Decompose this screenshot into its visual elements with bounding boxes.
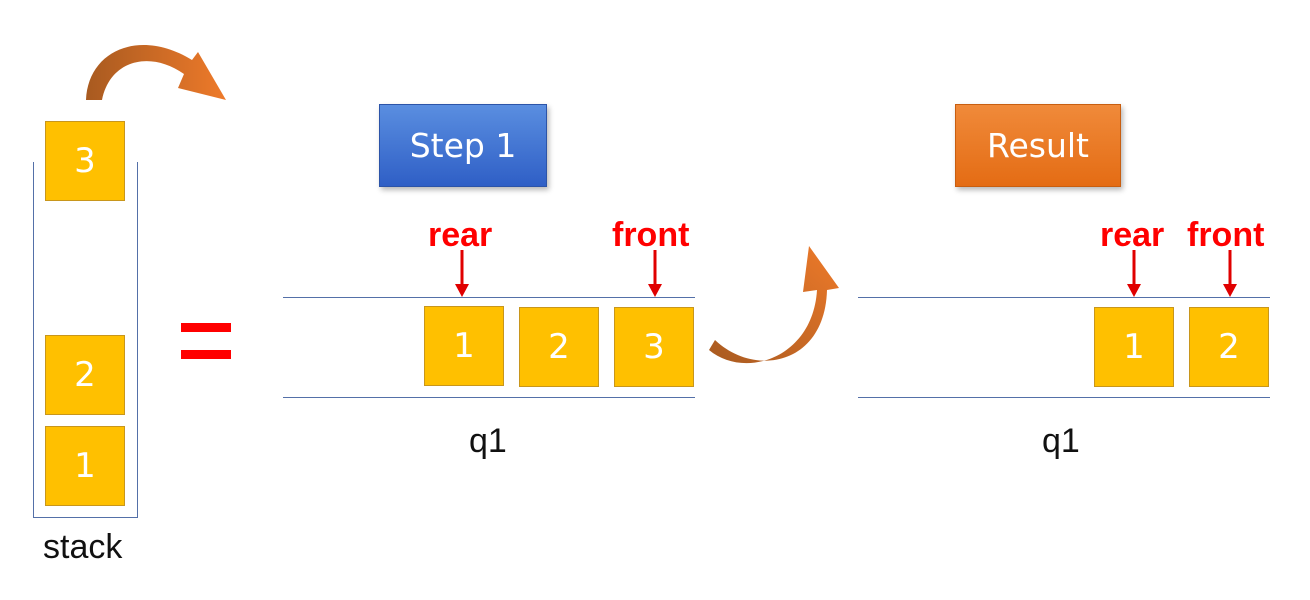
- result-front-pointer-icon: [1223, 250, 1237, 297]
- stack-bottom: [33, 517, 138, 518]
- result-queue-top: [858, 297, 1270, 298]
- step1-queue-label: q1: [469, 422, 507, 460]
- result-front-label: front: [1187, 216, 1265, 254]
- step1-queue-item: 2: [519, 307, 599, 387]
- stack-left-wall: [33, 162, 34, 517]
- dequeue-arrow-icon: [709, 246, 839, 364]
- step1-queue-item: 3: [614, 307, 694, 387]
- result-queue-label: q1: [1042, 422, 1080, 460]
- step1-queue-bottom: [283, 397, 695, 398]
- result-queue-item: 2: [1189, 307, 1269, 387]
- step1-queue-item: 1: [424, 306, 504, 386]
- result-rear-label: rear: [1100, 216, 1165, 254]
- stack-item: 3: [45, 121, 125, 201]
- stack-label: stack: [43, 528, 123, 566]
- result-queue-item: 1: [1094, 307, 1174, 387]
- result-queue-bottom: [858, 397, 1270, 398]
- step1-queue-top: [283, 297, 695, 298]
- result-rear-pointer-icon: [1127, 250, 1141, 297]
- step1-front-pointer-icon: [648, 250, 662, 297]
- stack-item: 1: [45, 426, 125, 506]
- step1-rear-pointer-icon: [455, 250, 469, 297]
- step1-button[interactable]: Step 1: [379, 104, 547, 187]
- step1-front-label: front: [612, 216, 690, 254]
- pop-arrow-icon: [86, 45, 226, 100]
- result-button[interactable]: Result: [955, 104, 1121, 187]
- stack-right-wall: [137, 162, 138, 517]
- stack-item: 2: [45, 335, 125, 415]
- step1-rear-label: rear: [428, 216, 493, 254]
